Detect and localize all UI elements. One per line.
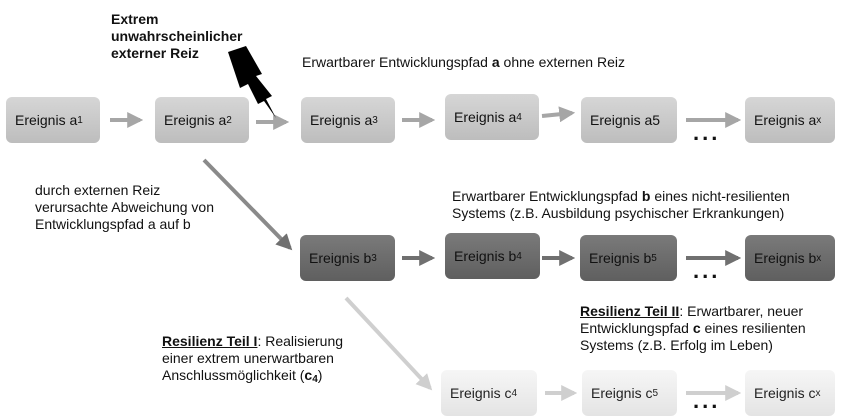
path-b-title: Erwartbarer Entwicklungspfad b eines nic… (452, 188, 790, 221)
arrow-b-c4 (344, 296, 433, 391)
stimulus-line3: externer Reiz (111, 45, 199, 61)
resilience-2-text: Resilienz Teil II: Erwartbarer, neuer En… (580, 303, 806, 353)
ellipsis-a: ... (693, 120, 721, 145)
arrow-a2-b3 (202, 158, 293, 251)
resilience-1-text: Resilienz Teil I: Realisierung einer ext… (162, 333, 344, 385)
ellipsis-b: ... (693, 258, 721, 283)
stimulus-label: Extrem unwahrscheinlicher externer Reiz (111, 11, 242, 62)
arrow-a4-a5 (541, 106, 576, 123)
path-a-title: Erwartbarer Entwicklungspfad a ohne exte… (302, 54, 625, 70)
ellipsis-c: ... (693, 388, 721, 413)
event-a5: Ereignis a5 (581, 97, 677, 143)
stimulus-line2: unwahrscheinlicher (111, 28, 243, 44)
lightning-icon (228, 46, 276, 118)
deviation-text: durch externen Reiz verursachte Abweichu… (35, 182, 214, 232)
stimulus-line1: Extrem (111, 11, 159, 27)
